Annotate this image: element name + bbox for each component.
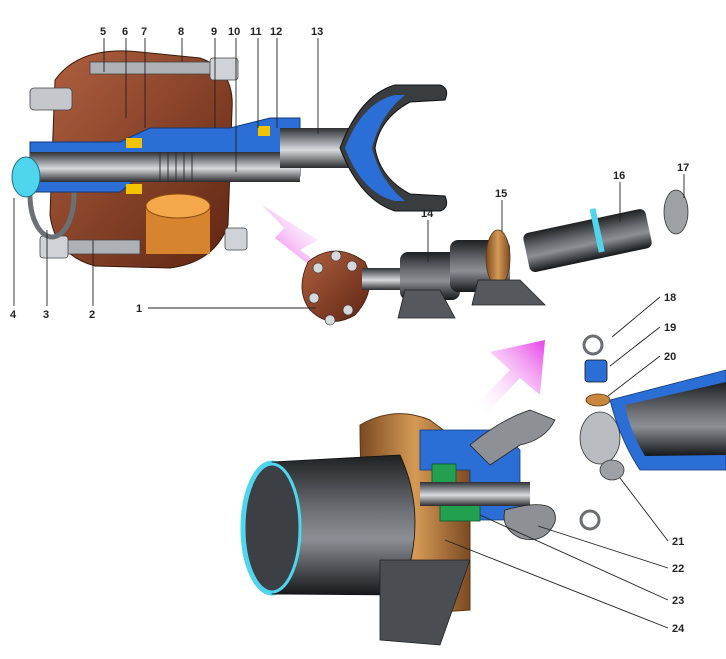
fork-top <box>469 409 556 466</box>
label-18: 18 <box>664 292 676 304</box>
label-14: 14 <box>421 208 434 220</box>
label-11: 11 <box>250 26 262 38</box>
label-1: 1 <box>136 303 142 315</box>
label-10: 10 <box>228 26 240 38</box>
front-tube <box>400 252 460 300</box>
label-19: 19 <box>664 322 676 334</box>
shaft-splines <box>159 152 193 182</box>
label-13: 13 <box>311 26 323 38</box>
cardan-needle-bearing <box>584 359 608 383</box>
cardan-cross <box>579 411 621 465</box>
seal-ring-20 <box>585 393 611 407</box>
label-3: 3 <box>43 309 49 321</box>
intermediate-support-cutaway <box>240 334 726 646</box>
rear-tube <box>523 209 652 272</box>
shaft-end-cap <box>11 156 41 198</box>
label-23: 23 <box>672 595 684 607</box>
label-16: 16 <box>613 170 625 182</box>
seal-yellow-2 <box>126 184 142 194</box>
seal-yellow-3 <box>258 126 270 136</box>
yoke-fork-cutaway <box>345 95 405 201</box>
label-8: 8 <box>178 26 184 38</box>
elastic-coupling-assembly <box>11 50 448 269</box>
label-4: 4 <box>10 309 17 321</box>
label-7: 7 <box>141 26 147 38</box>
retaining-ring-bottom <box>579 509 601 531</box>
retaining-ring-top <box>582 334 604 356</box>
large-tube-opening <box>242 462 302 594</box>
label-21: 21 <box>672 536 684 548</box>
seal-yellow-1 <box>126 138 142 148</box>
propeller-shaft <box>301 189 689 326</box>
bearing-shaft <box>420 482 530 506</box>
rear-tube-cyan-band <box>589 208 605 253</box>
support-bracket-bottom <box>379 559 471 646</box>
label-12: 12 <box>270 26 282 38</box>
label-5: 5 <box>100 26 106 38</box>
intermediate-bearing <box>485 229 511 287</box>
support-bracket-middle <box>471 279 546 306</box>
rear-flange <box>663 189 689 235</box>
support-bracket-front <box>397 289 456 319</box>
yoke-shaft <box>280 128 350 168</box>
elastic-coupling-small <box>301 250 371 326</box>
bearing-green-2 <box>439 504 481 522</box>
fork-22 <box>503 504 556 541</box>
label-22: 22 <box>672 563 684 575</box>
rubber-block-cap <box>145 193 211 219</box>
exploded-arrow-icon <box>262 205 328 272</box>
exploded-arrow-2-icon <box>476 340 545 415</box>
label-24: 24 <box>672 623 685 635</box>
label-6: 6 <box>122 26 128 38</box>
front-shaft <box>362 268 412 290</box>
callout-labels: 5 6 7 8 9 10 11 12 13 4 3 2 1 14 15 16 1… <box>10 26 689 635</box>
label-15: 15 <box>495 188 507 200</box>
label-17: 17 <box>677 162 689 174</box>
rear-tube-core <box>625 382 726 456</box>
leader-lines <box>13 38 685 629</box>
label-20: 20 <box>664 351 676 363</box>
coupling-bolts <box>29 57 248 259</box>
label-9: 9 <box>211 26 217 38</box>
bearing-cup-21 <box>599 459 625 481</box>
label-2: 2 <box>89 309 95 321</box>
inner-shaft <box>30 152 300 182</box>
